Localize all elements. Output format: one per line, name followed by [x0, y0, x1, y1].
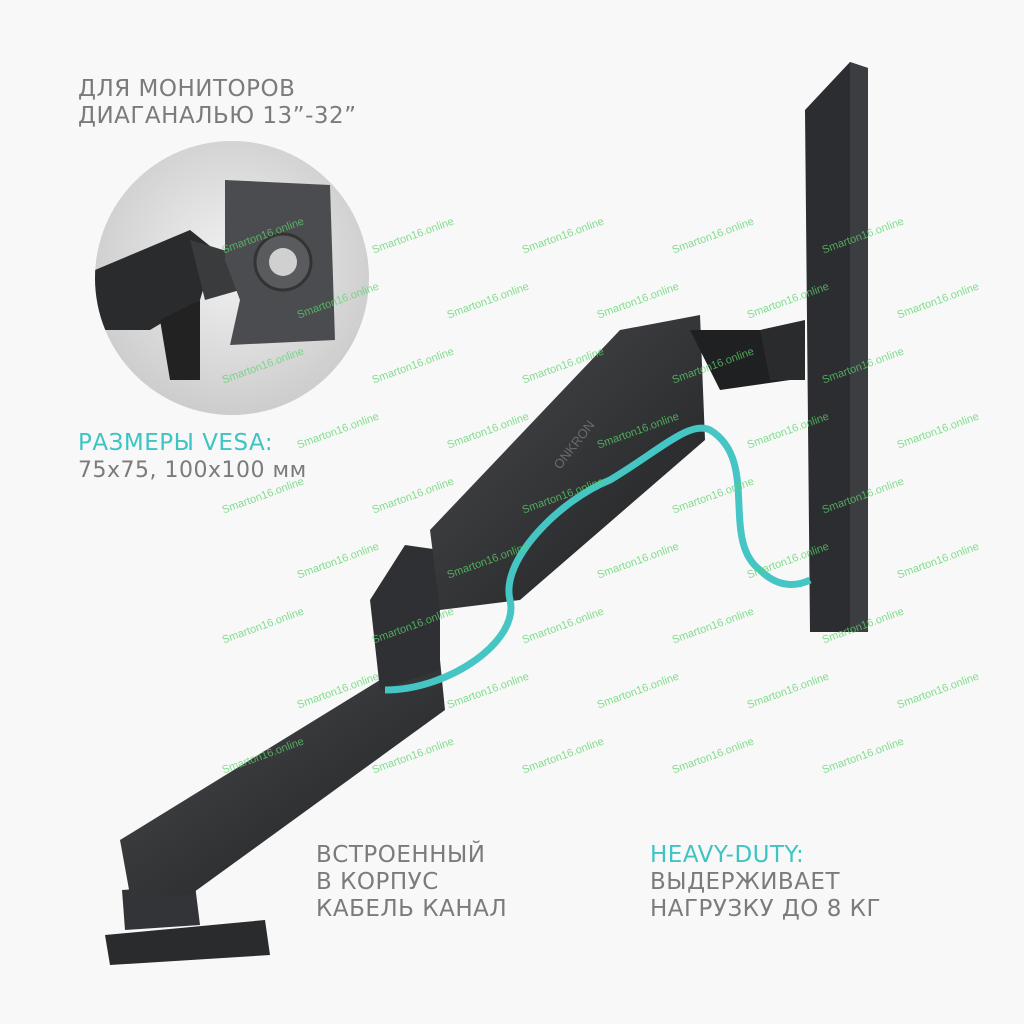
vesa-plate-inset — [95, 141, 369, 415]
monitor-size-caption: ДЛЯ МОНИТОРОВ ДИАГАНАЛЬЮ 13”-32” — [78, 76, 357, 130]
heavy-duty-caption: HEAVY-DUTY: ВЫДЕРЖИВАЕТ НАГРУЗКУ ДО 8 КГ — [650, 842, 881, 923]
cable-channel-caption: ВСТРОЕННЫЙ В КОРПУС КАБЕЛЬ КАНАЛ — [316, 842, 507, 923]
heavy-duty-line2: НАГРУЗКУ ДО 8 КГ — [650, 896, 882, 922]
cable-line2: В КОРПУС — [316, 869, 439, 895]
heavy-duty-line1: ВЫДЕРЖИВАЕТ — [650, 869, 841, 895]
cable-line1: ВСТРОЕННЫЙ — [316, 842, 486, 868]
cable — [384, 424, 812, 694]
monitor — [805, 62, 868, 632]
heavy-duty-title: HEAVY-DUTY: — [650, 842, 805, 868]
cable-line3: КАБЕЛЬ КАНАЛ — [316, 896, 508, 922]
headline-line2: ДИАГАНАЛЬЮ 13”-32” — [78, 103, 357, 129]
vesa-value: 75x75, 100x100 мм — [78, 458, 307, 483]
headline-line1: ДЛЯ МОНИТОРОВ — [78, 76, 296, 102]
vesa-caption: РАЗМЕРЫ VESA: 75x75, 100x100 мм — [78, 430, 307, 484]
monitor-arm — [105, 315, 805, 965]
vesa-title: РАЗМЕРЫ VESA: — [78, 430, 274, 456]
